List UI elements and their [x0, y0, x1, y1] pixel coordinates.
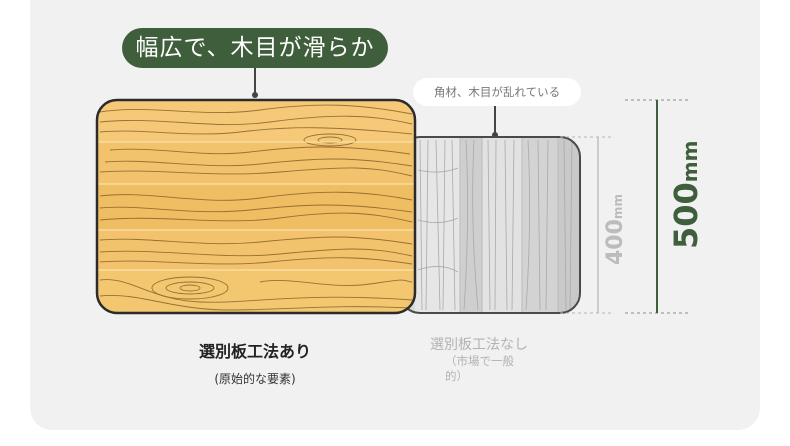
dimension-500-value: 500 — [667, 182, 705, 249]
dimension-500-unit: mm — [678, 140, 702, 183]
grey-board — [400, 137, 580, 313]
callout-sub-dot — [492, 132, 498, 138]
callout-main-dot — [252, 92, 258, 98]
callout-sub: 角材、木目が乱れている — [413, 78, 581, 106]
callout-main: 幅広で、木目が滑らか — [122, 28, 388, 68]
without-method-title: 選別板工法なし — [430, 337, 528, 353]
with-method-title: 選別板工法あり — [198, 342, 311, 361]
wood-board — [97, 100, 415, 313]
dimension-500-label: 500mm — [662, 130, 712, 250]
wood-board-outline — [95, 98, 417, 315]
without-method-subtitle: （市場で一般的） — [445, 354, 514, 383]
dimension-400-unit: mm — [611, 194, 625, 220]
dimension-400-label: 400mm — [596, 180, 636, 270]
callout-main-leader — [254, 68, 256, 94]
callout-sub-leader — [494, 106, 496, 134]
with-method-subtitle: (原始的な要素) — [214, 372, 296, 386]
dimension-400-value: 400 — [603, 219, 628, 265]
